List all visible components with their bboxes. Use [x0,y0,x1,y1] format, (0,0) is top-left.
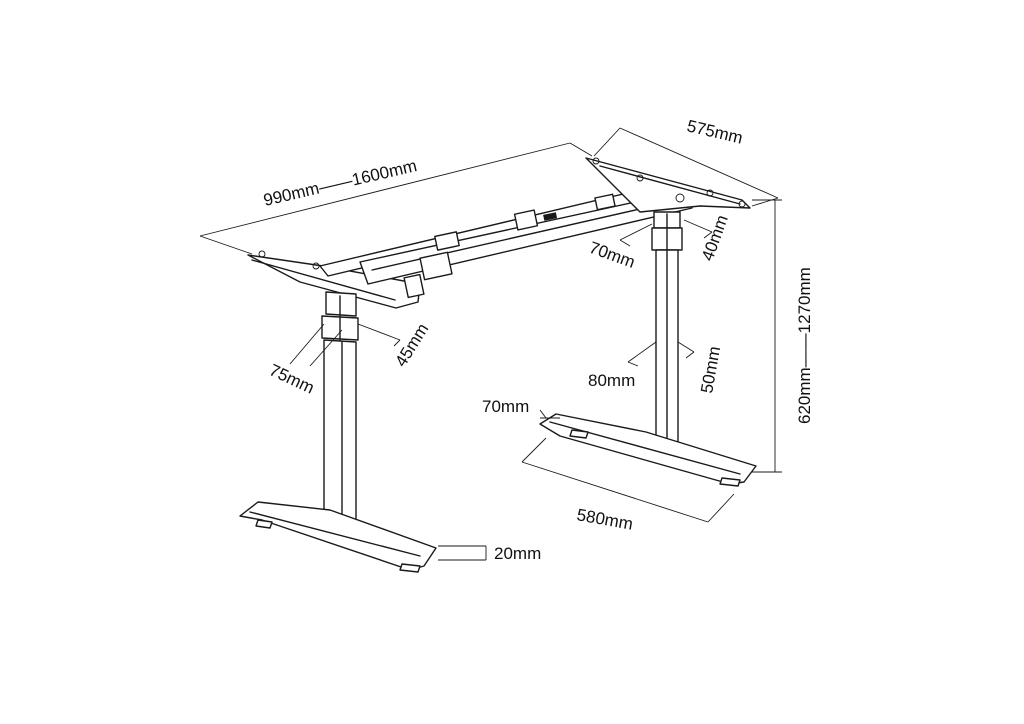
foot-width-label: 70mm [482,397,529,416]
left-column [321,291,359,531]
foot-width-callout [539,409,560,419]
left-column-inner-label: 45mm [391,320,432,370]
right-column-callouts [619,219,713,367]
right-foot [539,413,757,487]
left-column-outer-label: 75mm [266,360,317,397]
left-foot [239,501,437,573]
depth-top-label: 575mm [685,116,745,147]
foot-length-dimension [521,437,735,523]
foot-height-label: 20mm [494,544,541,563]
width-range-label: 990mm——1600mm [262,156,419,210]
height-range-label: 620mm——1270mm [795,267,814,424]
depth-dimension [593,127,779,207]
frame-top [247,157,751,309]
right-column-lower-a-label: 80mm [588,371,635,390]
width-dimension [199,142,593,255]
foot-length-label: 580mm [575,505,634,534]
foot-height-callout [438,545,487,561]
left-column-callouts [289,323,401,367]
right-column-upper-b-label: 40mm [698,212,732,263]
right-column-lower-b-label: 50mm [697,345,724,395]
height-dimension [752,199,782,473]
right-column-upper-a-label: 70mm [587,238,638,272]
right-column [651,211,683,449]
